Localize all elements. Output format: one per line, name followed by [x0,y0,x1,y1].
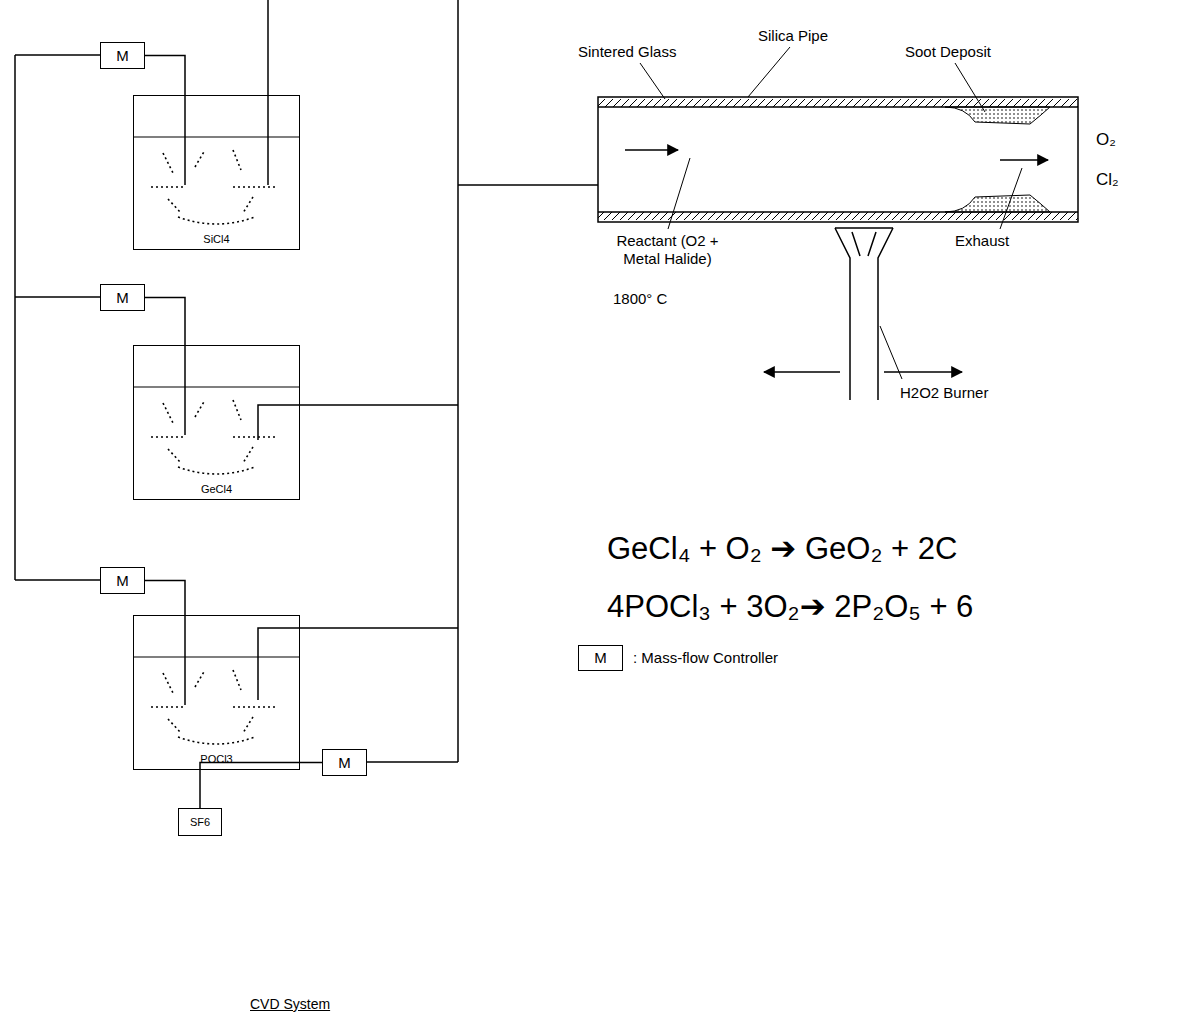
node-text: M [338,754,351,771]
node-text: M [116,289,129,306]
burner [835,227,893,229]
exhaust-gas: O₂ [1096,130,1116,150]
bubbler-tank: GeCl4 [133,345,300,500]
mass-flow-controller: M [322,749,367,776]
leader-line [748,47,790,97]
burner [835,228,850,400]
exhaust-gas: Cl₂ [1096,170,1119,190]
node-text: M [116,572,129,589]
gas-line [145,298,185,346]
chemical-equation: GeCl₄ + O₂ ➔ GeO₂ + 2C [607,530,957,567]
silica-pipe [625,149,678,151]
gas-pipework [184,615,186,705]
burner [878,228,893,400]
silica-pipe [945,195,1050,212]
gas-pipework [458,184,598,186]
node-text: SF6 [190,816,210,829]
mass-flow-controller: M [100,284,145,311]
gas-line [145,56,185,96]
part-label: H2O2 Burner [900,384,988,402]
bubbler-liquid [133,137,300,224]
gas-pipework [258,628,458,700]
legend-symbol: M [578,645,623,671]
burner [764,228,962,400]
bubbler-liquid [133,387,300,474]
node-text: M [594,649,607,666]
silica-pipe [945,107,1050,124]
leader-line [640,47,1022,379]
gas-pipework [367,761,458,763]
silica-pipe [598,99,1078,107]
gas-pipework [15,579,100,581]
part-label: Sintered Glass [578,43,676,61]
part-label: Silica Pipe [758,27,828,45]
node-text: SiCl4 [203,233,229,246]
part-label: Reactant (O2 + Metal Halide) [600,232,735,268]
figure-caption: CVD System [250,996,330,1012]
part-label: Exhaust [955,232,1009,250]
node-text: POCl3 [200,753,232,766]
silica-pipe [598,97,1078,222]
bubbler-tank: SiCl4 [133,95,300,250]
gas-cylinder: SF6 [178,808,222,836]
legend-text: : Mass-flow Controller [633,649,778,667]
bubbler-liquid [133,137,300,744]
temperature: 1800° C [613,290,667,308]
leader-line [955,63,985,112]
gas-pipework [457,0,459,762]
node-text: GeCl4 [201,483,232,496]
gas-pipework [14,55,16,580]
leader-line [640,63,665,99]
gas-pipework [258,405,458,440]
gas-line [145,581,185,616]
node-text: M [116,47,129,64]
gas-pipework [267,0,269,185]
mass-flow-controller: M [100,567,145,594]
burner [884,371,962,373]
gas-pipework [15,0,598,762]
bubbler-liquid [133,657,300,744]
leader-line [1000,168,1022,229]
chemical-equation: 4POCl₃ + 3O₂➔ 2P₂O₅ + 6 [607,588,973,625]
part-label: Soot Deposit [905,43,991,61]
leader-line [880,326,902,379]
mass-flow-controller: M [100,42,145,69]
gas-pipework [184,345,186,435]
silica-pipe [598,97,1078,222]
silica-pipe [1000,159,1048,161]
bubbler-tank: POCl3 [133,615,300,770]
gas-pipework [15,296,100,298]
gas-pipework [184,95,186,185]
leader-line [668,158,690,229]
burner [764,371,840,373]
gas-pipework [15,54,100,56]
burner [852,232,876,256]
